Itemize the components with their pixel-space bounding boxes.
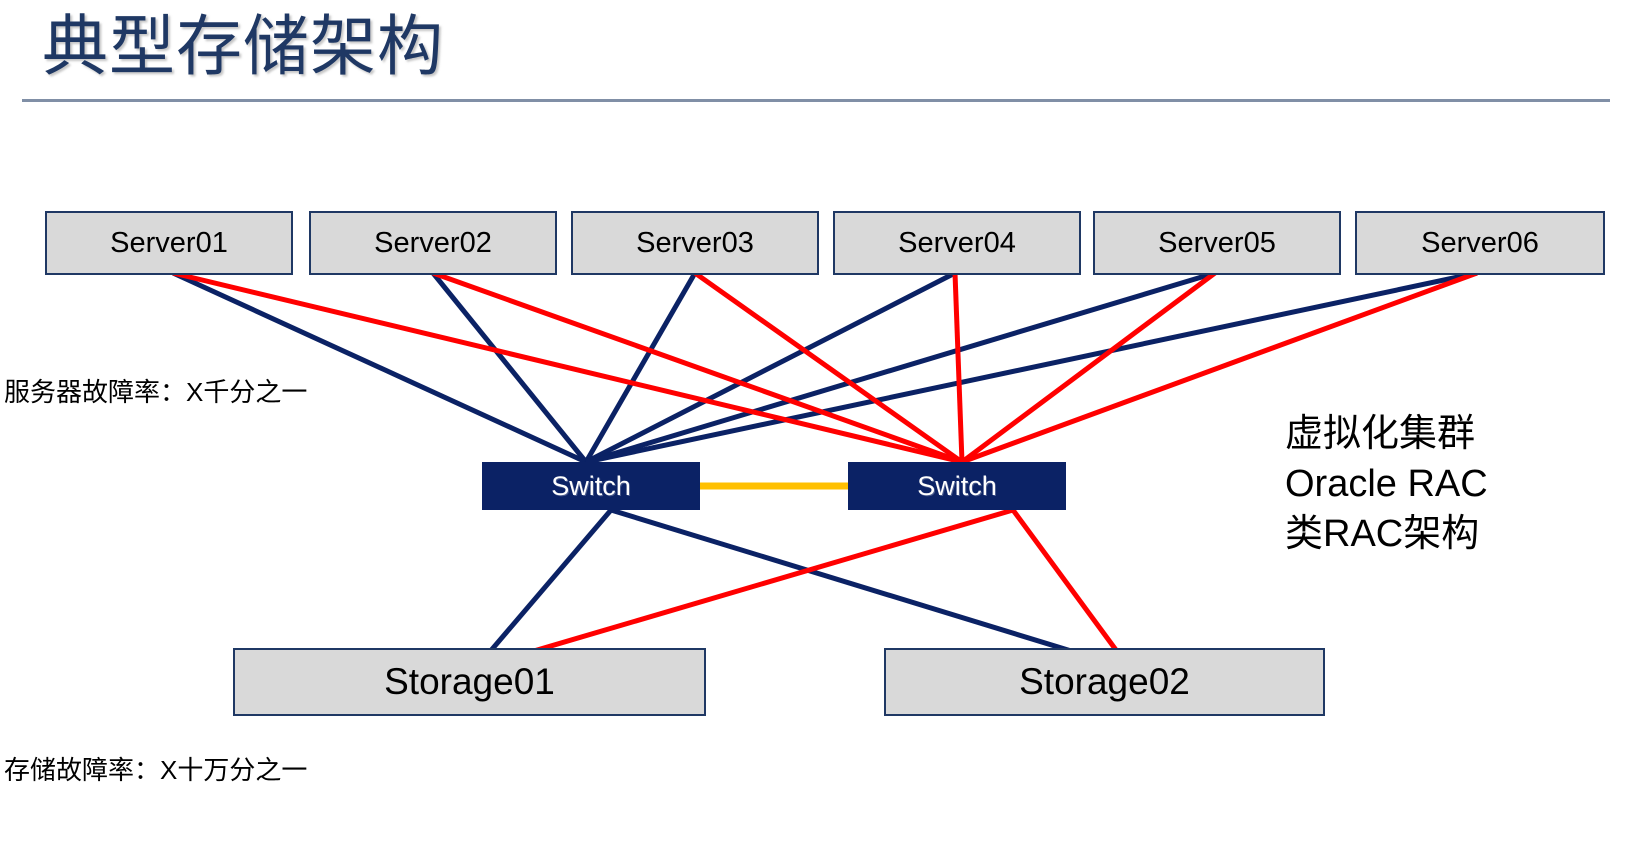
- node-label: Switch: [917, 470, 997, 501]
- node-label: Server05: [1158, 226, 1276, 259]
- links-switch02-to-storage: [475, 507, 1133, 671]
- cluster-note: 虚拟化集群 Oracle RAC 类RAC架构: [1285, 409, 1488, 559]
- link-server01-switch01: [171, 270, 588, 465]
- server-failure-rate-label: 服务器故障率：X千分之一: [4, 377, 308, 407]
- link-switch01-storage02: [610, 507, 1131, 672]
- link-server02-switch01: [431, 271, 588, 464]
- node-server06[interactable]: Server06: [1355, 211, 1605, 275]
- node-storage02[interactable]: Storage02: [884, 648, 1325, 716]
- node-server02[interactable]: Server02: [309, 211, 557, 275]
- link-server03-switch01: [583, 271, 698, 464]
- node-label: Server06: [1421, 226, 1539, 259]
- node-label: Server03: [636, 226, 754, 259]
- node-label: Storage02: [1019, 661, 1190, 702]
- node-label: Server01: [110, 226, 228, 259]
- link-server01-switch02: [172, 270, 963, 465]
- node-switch01[interactable]: Switch: [482, 462, 700, 510]
- node-server01[interactable]: Server01: [45, 211, 293, 275]
- node-label: Storage01: [384, 661, 555, 702]
- node-server05[interactable]: Server05: [1093, 211, 1341, 275]
- cluster-note-line-3: 类RAC架构: [1285, 513, 1480, 555]
- link-server02-switch02: [432, 270, 963, 465]
- links-servers-to-switch01: [171, 270, 1478, 465]
- link-switch02-storage01: [475, 507, 1014, 671]
- link-server05-switch02: [960, 270, 1217, 465]
- links-servers-to-switch02: [172, 270, 1478, 465]
- link-server05-switch01: [585, 270, 1216, 465]
- link-server03-switch02: [693, 270, 964, 465]
- node-storage01[interactable]: Storage01: [233, 648, 706, 716]
- title-divider: [22, 99, 1610, 102]
- storage-failure-rate-label: 存储故障率：X十万分之一: [4, 755, 308, 785]
- node-label: Server02: [374, 226, 492, 259]
- node-label: Server04: [898, 226, 1016, 259]
- page-title: 典型存储架构: [42, 9, 444, 83]
- node-server03[interactable]: Server03: [571, 211, 819, 275]
- link-server06-switch02: [961, 270, 1478, 465]
- link-server04-switch01: [584, 270, 957, 465]
- link-switch01-storage01: [474, 508, 613, 670]
- link-server06-switch01: [585, 270, 1478, 465]
- node-label: Switch: [551, 470, 631, 501]
- link-switch02-storage02: [1010, 508, 1133, 671]
- node-switch02[interactable]: Switch: [848, 462, 1066, 510]
- cluster-note-line-2: Oracle RAC: [1285, 463, 1488, 505]
- node-server04[interactable]: Server04: [833, 211, 1081, 275]
- cluster-note-line-1: 虚拟化集群: [1285, 413, 1476, 455]
- link-server04-switch02: [952, 272, 965, 463]
- links-switch01-to-storage: [474, 507, 1131, 672]
